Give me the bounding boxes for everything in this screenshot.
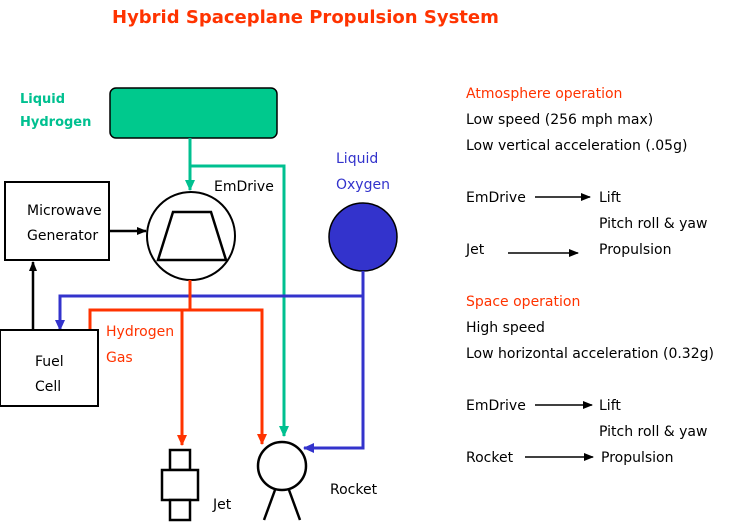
legend-arrows bbox=[508, 193, 594, 461]
liquid-hydrogen-tank bbox=[109, 87, 278, 139]
atmosphere-heading: Atmosphere operation bbox=[466, 86, 623, 102]
hydrogen-gas-label-1: Hydrogen bbox=[106, 324, 175, 340]
hydrogen-gas-label-2: Gas bbox=[106, 350, 133, 366]
microwave-generator-label-1: Microwave bbox=[27, 203, 102, 219]
liquid-oxygen-label-2: Oxygen bbox=[336, 177, 390, 193]
microwave-generator-label-2: Generator bbox=[27, 228, 99, 244]
atmosphere-propulsion: Propulsion bbox=[599, 242, 672, 258]
atmosphere-line-1: Low speed (256 mph max) bbox=[466, 112, 654, 128]
emdrive-unit bbox=[146, 191, 236, 281]
atmosphere-pitch: Pitch roll & yaw bbox=[599, 216, 708, 232]
liquid-oxygen-tank bbox=[328, 202, 398, 272]
rocket-label: Rocket bbox=[330, 482, 378, 498]
space-line-1: High speed bbox=[466, 320, 545, 336]
fuel-cell-label-1: Fuel bbox=[35, 354, 64, 370]
diagram-title: Hybrid Spaceplane Propulsion System bbox=[112, 7, 499, 28]
space-pitch: Pitch roll & yaw bbox=[599, 424, 708, 440]
liquid-oxygen-label-1: Liquid bbox=[336, 151, 379, 167]
liquid-hydrogen-line bbox=[185, 138, 289, 437]
atmosphere-emdrive: EmDrive bbox=[466, 190, 526, 206]
liquid-hydrogen-label-2: Hydrogen bbox=[20, 115, 92, 130]
jet-engine bbox=[160, 448, 200, 522]
atmosphere-jet: Jet bbox=[466, 242, 485, 258]
emdrive-label: EmDrive bbox=[214, 179, 274, 195]
microwave-generator-box bbox=[4, 181, 110, 261]
space-propulsion: Propulsion bbox=[601, 450, 674, 466]
hydrogen-gas-line bbox=[88, 280, 267, 446]
space-lift: Lift bbox=[599, 398, 621, 414]
space-rocket: Rocket bbox=[466, 450, 514, 466]
space-heading: Space operation bbox=[466, 294, 581, 310]
space-line-2: Low horizontal acceleration (0.32g) bbox=[466, 346, 714, 362]
liquid-hydrogen-label-1: Liquid bbox=[20, 92, 66, 107]
fuel-cell-label-2: Cell bbox=[35, 379, 62, 395]
atmosphere-lift: Lift bbox=[599, 190, 621, 206]
space-emdrive: EmDrive bbox=[466, 398, 526, 414]
fuel-cell-box bbox=[0, 329, 99, 407]
rocket-engine bbox=[256, 440, 308, 521]
liquid-oxygen-line bbox=[55, 271, 365, 453]
atmosphere-line-2: Low vertical acceleration (.05g) bbox=[466, 138, 688, 154]
jet-label: Jet bbox=[213, 497, 232, 513]
power-connections bbox=[29, 227, 147, 330]
